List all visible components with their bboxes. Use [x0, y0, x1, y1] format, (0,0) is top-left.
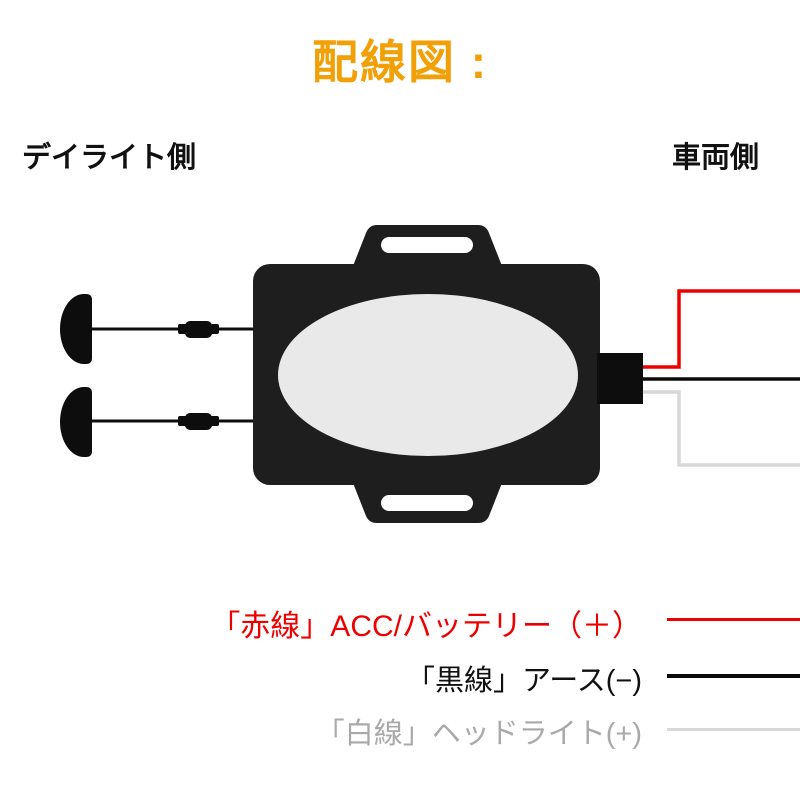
- legend-white-line-sample: [667, 728, 800, 731]
- inline-connector-icon: [178, 413, 219, 430]
- daylight-side-label: デイライト側: [22, 142, 197, 174]
- control-box-ellipse: [278, 294, 578, 456]
- red-wire: [643, 289, 800, 369]
- output-connector-icon: [597, 353, 643, 404]
- daylight-unit-icon: [60, 294, 92, 364]
- daylight-unit-icon: [60, 387, 92, 457]
- legend-black-line-sample: [667, 674, 800, 678]
- mounting-tab-icon: [353, 225, 502, 266]
- legend-white-label: 「白線」ヘッドライト(+): [315, 718, 642, 750]
- legend-red-line-sample: [667, 618, 800, 621]
- white-wire: [643, 390, 800, 467]
- mounting-tab-icon: [353, 483, 502, 523]
- inline-connector-icon: [178, 321, 219, 338]
- page-title: 配線図 :: [311, 36, 489, 88]
- legend-red-label: 「赤線」ACC/バッテリー（＋）: [210, 610, 642, 643]
- vehicle-side-label: 車両側: [672, 142, 760, 174]
- legend-black-label: 「黒線」アース(−): [405, 665, 642, 697]
